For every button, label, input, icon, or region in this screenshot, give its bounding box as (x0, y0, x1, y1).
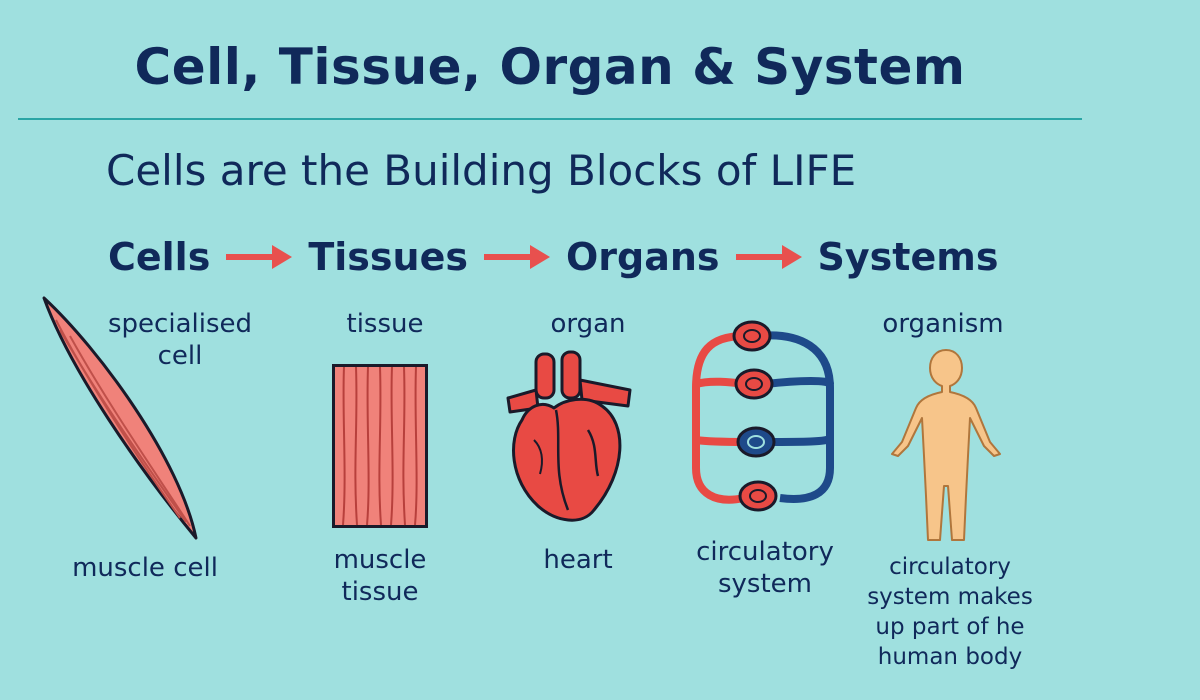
arrow-right-icon (226, 245, 293, 269)
organ-bottom-label: heart (543, 545, 613, 575)
human-body-icon (891, 349, 1001, 541)
flow-step-cells: Cells (108, 235, 211, 279)
cell-bottom-label: muscle cell (72, 553, 218, 583)
circulatory-system-icon (692, 320, 834, 512)
hierarchy-flow: Cells Tissues Organs Systems (108, 230, 998, 284)
flow-step-tissues: Tissues (308, 235, 468, 279)
organ-top-label: organ (550, 309, 626, 339)
muscle-cell-icon (42, 296, 198, 540)
tissue-top-label: tissue (346, 309, 424, 339)
arrow-right-icon (483, 245, 550, 269)
organism-top-label: organism (882, 309, 1004, 339)
organism-bottom-label: circulatory system makes up part of he h… (867, 554, 1033, 670)
system-bottom-label: circulatory system (696, 537, 834, 599)
cell-top-label: specialised cell (108, 309, 252, 371)
tissue-bottom-label: muscle tissue (333, 545, 427, 607)
muscle-tissue-icon (332, 364, 428, 528)
flow-step-systems: Systems (817, 235, 999, 279)
page-title: Cell, Tissue, Organ & System (134, 38, 966, 96)
flow-step-organs: Organs (565, 235, 720, 279)
subtitle: Cells are the Building Blocks of LIFE (106, 146, 857, 195)
heart-icon (506, 350, 632, 522)
arrow-right-icon (735, 245, 802, 269)
title-divider (18, 118, 1082, 120)
